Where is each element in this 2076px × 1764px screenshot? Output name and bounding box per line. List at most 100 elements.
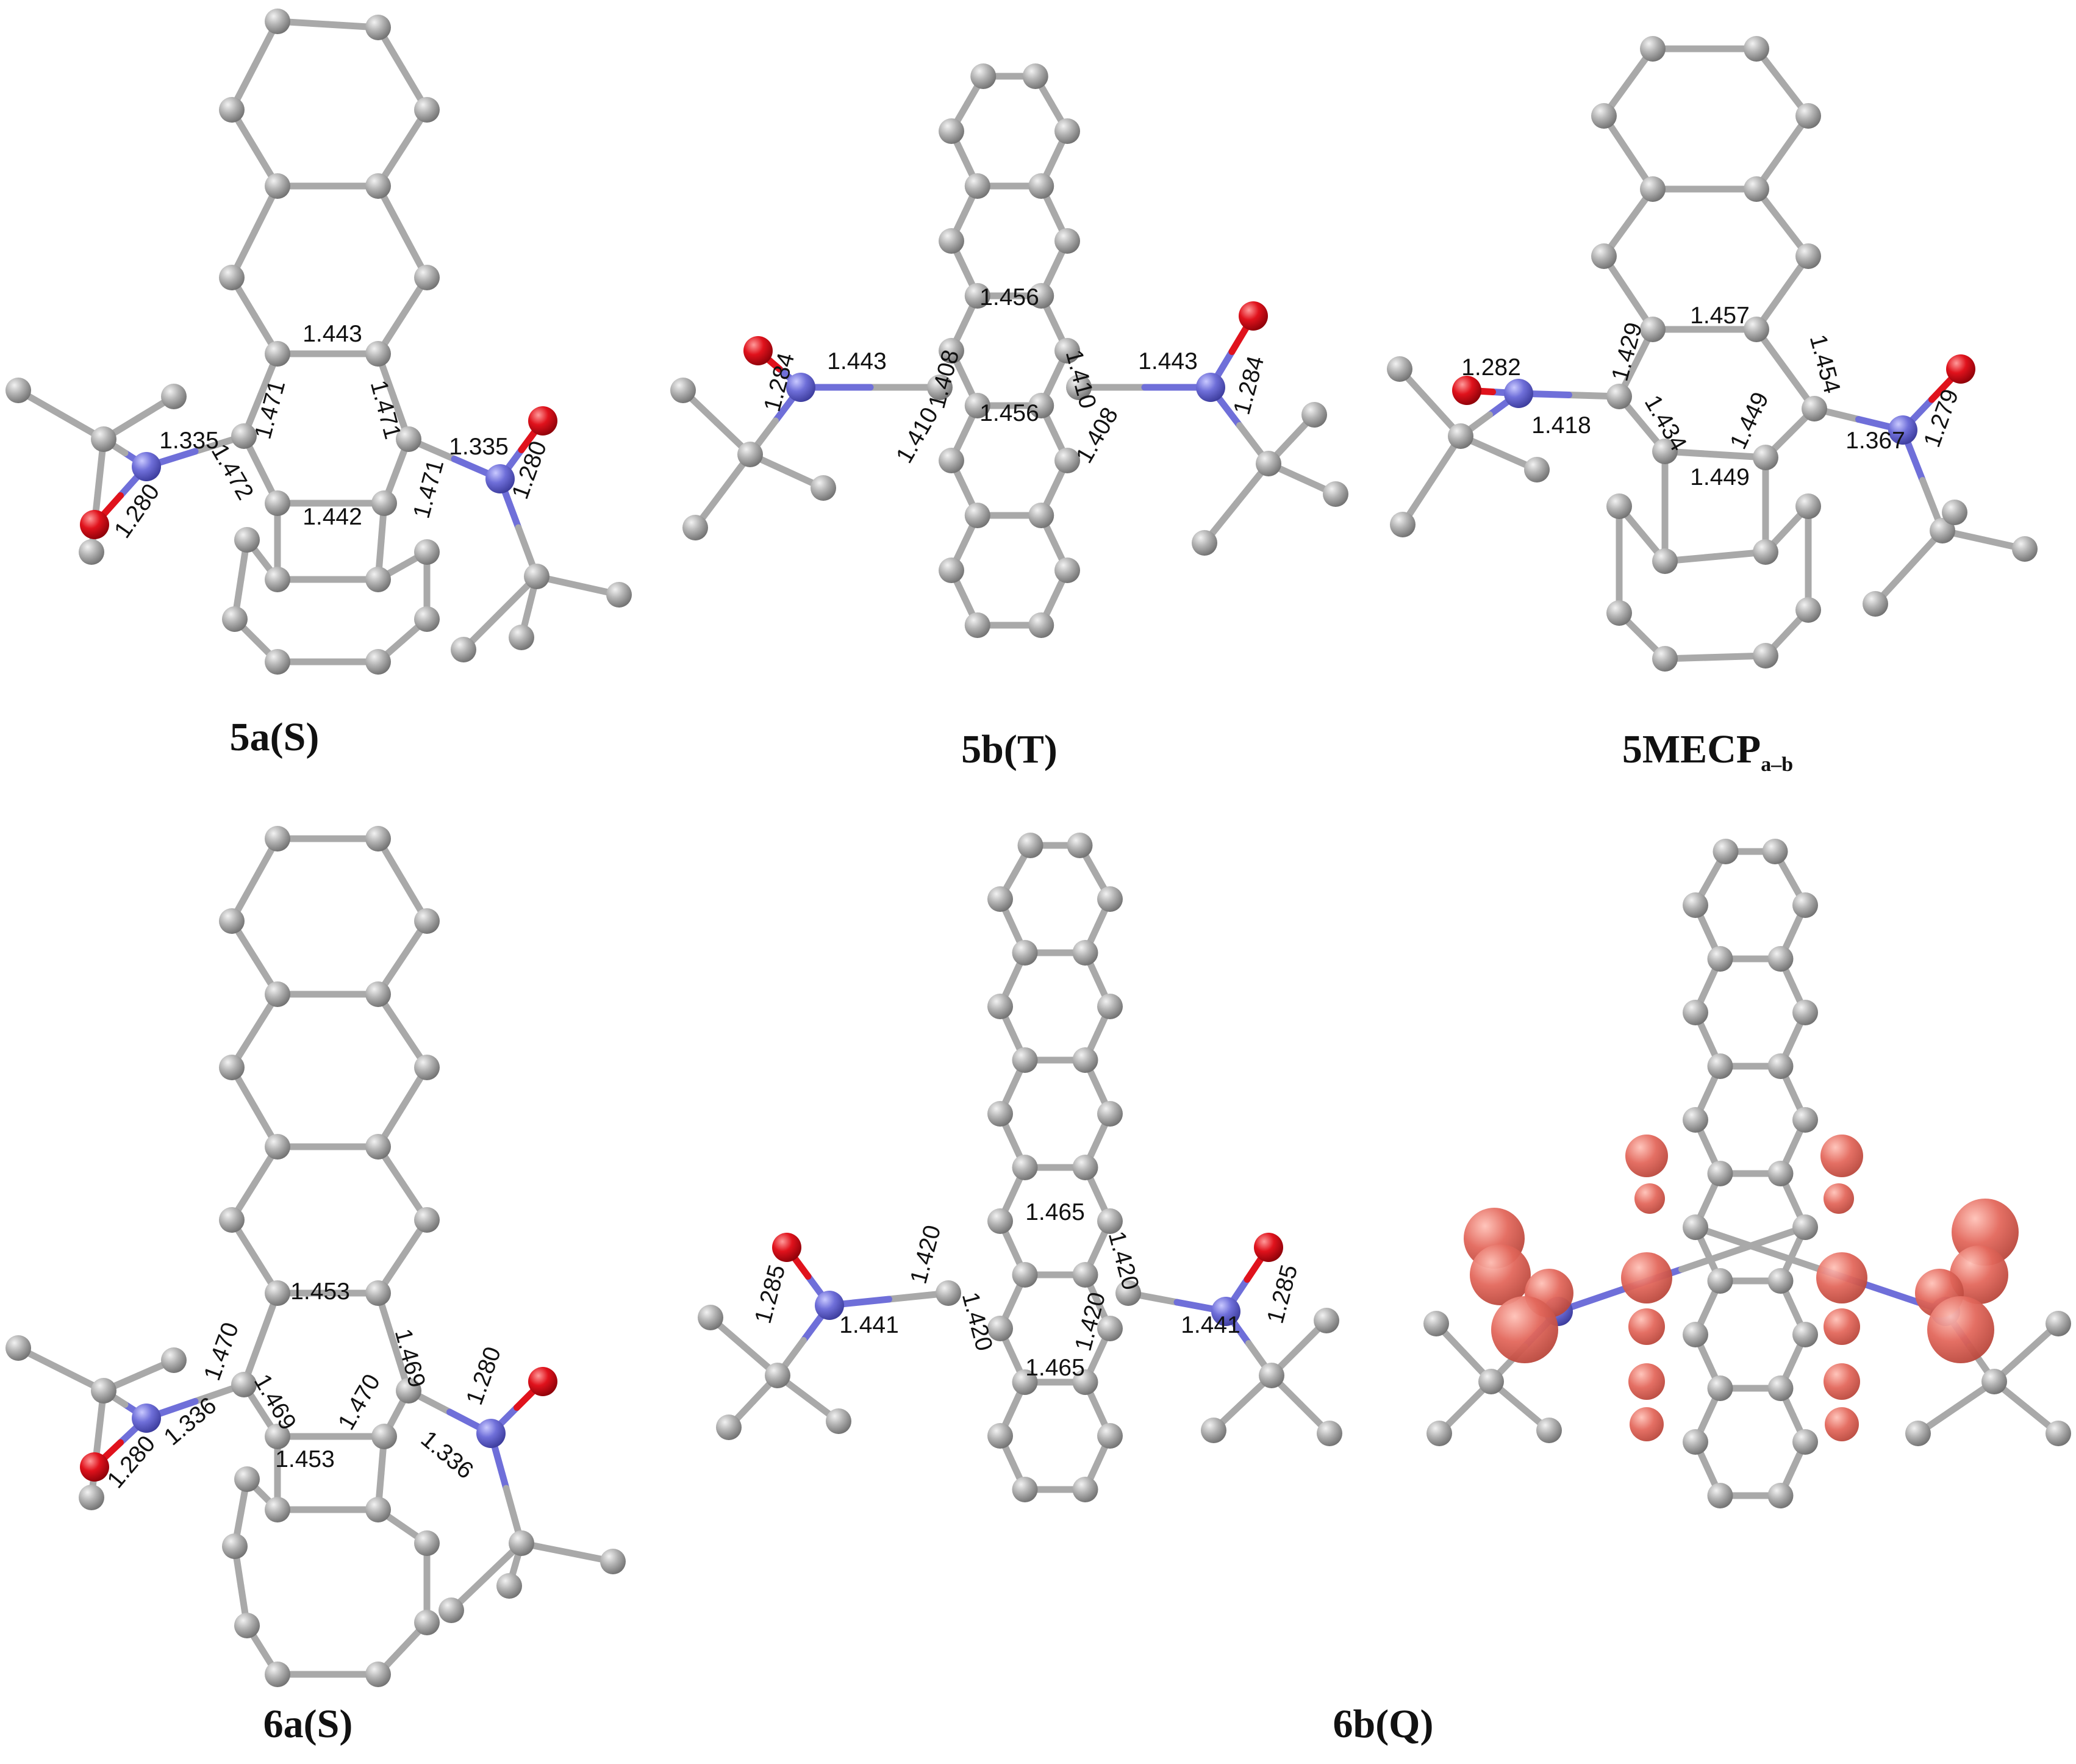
carbon-atom <box>698 1305 723 1330</box>
bond-length-label: 1.285 <box>750 1262 791 1326</box>
carbon-atom <box>365 649 391 675</box>
oxygen-atom <box>772 1233 801 1262</box>
bond-length-label: 1.284 <box>1229 353 1270 417</box>
carbon-atom <box>509 1530 534 1556</box>
carbon-atom <box>414 908 440 934</box>
carbon-atom <box>234 527 260 553</box>
carbon-atom <box>371 1424 397 1449</box>
nitrogen-atom <box>476 1419 506 1448</box>
spin-lobe <box>1950 1246 2008 1304</box>
carbon-atom <box>987 886 1013 912</box>
bond-length-label: 1.449 <box>1725 388 1774 453</box>
oxygen-atom <box>80 510 109 539</box>
carbon-atom <box>1792 1322 1818 1347</box>
carbon-atom <box>1795 597 1821 623</box>
carbon-atom <box>91 426 116 452</box>
oxygen-atom <box>528 1367 557 1396</box>
carbon-atom <box>1640 317 1666 342</box>
carbon-atom <box>1707 1483 1733 1508</box>
spin-lobe <box>1634 1183 1665 1214</box>
carbon-atom <box>1744 176 1769 202</box>
carbon-atom <box>1753 539 1778 565</box>
spin-lobe <box>1491 1296 1558 1363</box>
carbon-atom <box>365 1280 391 1306</box>
carbon-atom <box>396 1378 421 1404</box>
carbon-atom <box>219 265 245 290</box>
carbon-atom <box>414 606 440 632</box>
carbon-atom <box>1028 393 1054 418</box>
carbon-atom <box>939 338 964 364</box>
carbon-atom <box>1640 36 1666 62</box>
carbon-atom <box>1792 1107 1818 1133</box>
carbon-atom <box>2012 536 2038 562</box>
carbon-atom <box>1072 940 1098 966</box>
carbon-atom <box>1054 118 1080 144</box>
carbon-atom <box>1012 1369 1038 1395</box>
carbon-atom <box>1767 1268 1794 1294</box>
carbon-atom <box>1097 1208 1123 1234</box>
carbon-atom <box>987 1423 1013 1449</box>
carbon-atom <box>936 1280 961 1306</box>
carbon-atom <box>964 173 990 199</box>
spin-lobe <box>1621 1252 1672 1303</box>
bond-length-label: 1.420 <box>906 1222 947 1286</box>
carbon-atom <box>1713 839 1739 864</box>
carbon-atom <box>1753 643 1778 669</box>
bonds <box>15 835 617 1678</box>
caption-5mecp: 5MECPa–b <box>1622 727 1793 776</box>
carbon-atom <box>1387 356 1412 382</box>
carbon-atom <box>1744 36 1769 62</box>
carbon-atom <box>1067 833 1093 858</box>
carbon-atom <box>987 1316 1013 1341</box>
carbon-atom <box>1683 892 1708 918</box>
carbon-atom <box>1767 1053 1794 1079</box>
bond-length-label: 1.453 <box>290 1278 350 1305</box>
nitrogen-atom <box>1196 373 1225 402</box>
bond-length-label: 1.335 <box>159 428 219 454</box>
spin-density-isosurface <box>1464 1135 2019 1441</box>
caption-5mecp-main: 5MECP <box>1622 727 1761 772</box>
carbon-atom <box>414 1055 440 1080</box>
carbon-atom <box>1767 946 1794 972</box>
carbon-atom <box>414 1530 440 1556</box>
carbon-atom <box>1072 1047 1098 1073</box>
carbon-atom <box>1259 1363 1284 1388</box>
carbon-atom <box>1707 1161 1733 1186</box>
carbon-atom <box>79 539 104 565</box>
carbon-atom <box>496 1573 522 1599</box>
carbon-atom <box>1536 1418 1562 1443</box>
carbon-atom <box>765 1363 790 1388</box>
caption-5b: 5b(T) <box>961 727 1058 772</box>
carbon-atom <box>939 118 964 144</box>
carbon-atom <box>1201 1418 1226 1443</box>
carbon-atom <box>234 1613 260 1638</box>
carbon-atom <box>1981 1369 2007 1394</box>
bond-length-label: 1.443 <box>302 321 362 347</box>
carbon-atom <box>1054 558 1080 583</box>
carbon-atom <box>1707 1053 1733 1079</box>
oxygen-atom <box>80 1452 109 1482</box>
bond <box>1692 1224 1824 1273</box>
carbon-atom <box>1905 1421 1931 1446</box>
carbon-atom <box>1795 493 1821 519</box>
carbon-atom <box>524 564 549 589</box>
spin-lobe <box>1820 1135 1863 1177</box>
carbon-atom <box>1683 1429 1708 1455</box>
bond-length-label: 1.465 <box>1025 1355 1085 1381</box>
carbon-atom <box>1097 1316 1123 1341</box>
oxygen-atom <box>1452 376 1481 405</box>
bond-length-label: 1.410 <box>1061 347 1101 411</box>
carbon-atom <box>265 341 290 367</box>
atoms <box>5 826 626 1687</box>
carbon-atom <box>682 515 708 540</box>
carbon-atom <box>1683 1322 1708 1347</box>
carbon-atom <box>365 826 391 852</box>
carbon-atom <box>414 265 440 290</box>
carbon-atom <box>1792 1214 1818 1240</box>
bond-length-label: 1.457 <box>1690 303 1750 329</box>
atoms <box>5 9 632 675</box>
nitrogen-atom <box>1888 415 1917 445</box>
